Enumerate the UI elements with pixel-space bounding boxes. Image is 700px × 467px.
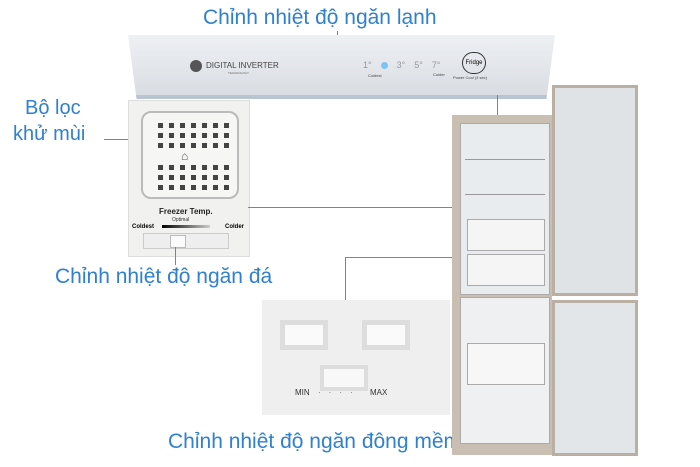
freezer-filter-panel: ⌂ Freezer Temp. Optimal Coldest Colder xyxy=(128,100,250,257)
deodorizer-label-2: khử mùi xyxy=(13,123,86,145)
fridge-door xyxy=(552,85,638,296)
slider-handle[interactable] xyxy=(170,235,186,248)
deodorizer-grille: ⌂ xyxy=(141,111,239,199)
temp-indicators: 1° 3° 5° 7° xyxy=(363,60,440,70)
vent-slot xyxy=(362,320,410,350)
freezer-temp-slider[interactable] xyxy=(143,233,229,249)
vent-slot xyxy=(280,320,328,350)
temp-7: 7° xyxy=(431,60,441,70)
deodorizer-label-1: Bộ lọc xyxy=(25,97,81,119)
pointer-line xyxy=(345,257,346,302)
freezer-temp-title: Freezer Temp. xyxy=(159,207,213,216)
brand-sub: TECHNOLOGY xyxy=(228,71,250,75)
coldest-label: Coldest xyxy=(132,224,155,230)
dial-ticks: ···· xyxy=(318,388,361,397)
temp-1: 1° xyxy=(363,60,372,70)
colder-label: Colder xyxy=(225,224,245,230)
pointer-line xyxy=(175,247,176,265)
fridge-compartment xyxy=(460,123,550,295)
filter-icon: ⌂ xyxy=(181,149,189,163)
freezer-compartment xyxy=(460,297,550,444)
temp-5: 5° xyxy=(414,60,423,70)
optimal-label: Optimal xyxy=(172,217,190,223)
colder-label: Colder xyxy=(433,72,445,77)
freezer-control-label: Chỉnh nhiệt độ ngăn đá xyxy=(55,265,273,288)
coldest-label: Coldest xyxy=(368,73,382,78)
soft-freeze-dial[interactable] xyxy=(320,365,368,391)
min-label: MIN xyxy=(295,388,310,397)
soft-freeze-panel: MIN ···· MAX xyxy=(262,300,450,415)
fridge-control-label: Chỉnh nhiệt độ ngăn lạnh xyxy=(203,6,437,29)
brand-text: DIGITAL INVERTER xyxy=(206,61,279,70)
temp-active-indicator xyxy=(380,62,388,69)
brand-logo-icon xyxy=(190,60,202,72)
max-label: MAX xyxy=(370,388,388,397)
refrigerator-image xyxy=(452,75,642,456)
temp-3: 3° xyxy=(396,60,406,70)
vent-holes xyxy=(158,165,230,190)
soft-freeze-control-label: Chỉnh nhiệt độ ngăn đông mềm xyxy=(168,430,462,453)
pointer-line xyxy=(248,207,498,208)
fridge-control-panel: DIGITAL INVERTER TECHNOLOGY 1° 3° 5° 7° … xyxy=(128,35,555,99)
freezer-door xyxy=(552,300,638,456)
pointer-line xyxy=(497,95,498,130)
pointer-line xyxy=(345,257,505,258)
vent-holes xyxy=(158,123,230,148)
power-cool-label: Power Cool (3 sec) xyxy=(453,75,488,80)
temp-gradient-bar xyxy=(162,225,210,228)
fridge-button[interactable]: Fridge xyxy=(462,52,486,74)
